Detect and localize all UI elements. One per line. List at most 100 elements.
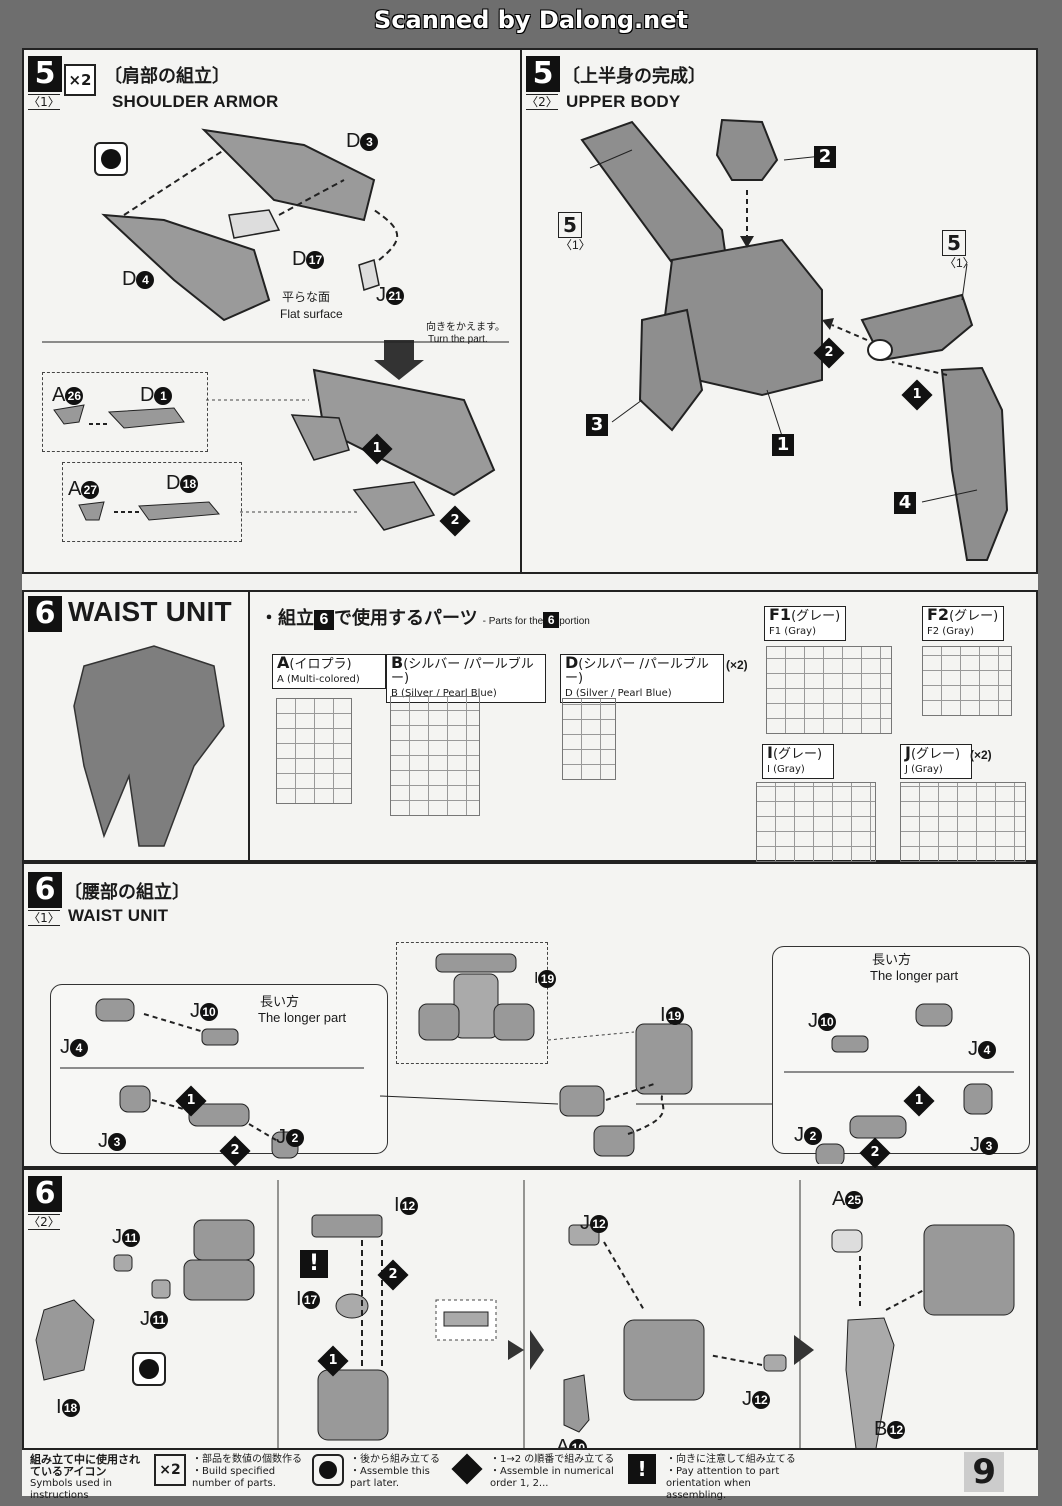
order-1-marker: 1: [901, 379, 933, 411]
step-number: 6: [28, 1176, 62, 1212]
order-2-marker: 2: [377, 1259, 409, 1291]
step-title-en: WAIST UNIT: [68, 906, 169, 925]
assemble-later-icon: [132, 1352, 166, 1386]
order-1-marker: 1: [317, 1345, 349, 1377]
legend-item-later: ・後から組み立てる ・Assemble this part later.: [312, 1454, 442, 1490]
part-tag-3: 3: [586, 414, 608, 436]
step-number: 6: [28, 872, 62, 908]
waist-assembly-illustration: [35, 1180, 1015, 1490]
order-2-marker: 2: [813, 337, 845, 369]
legend-item-multiply: ×2 ・部品を数値の個数作る ・Build specified number o…: [154, 1454, 304, 1490]
turn-part-en: Turn the part.: [428, 334, 488, 345]
step-5-1-panel: 5 〈1〉 ×2 〔肩部の組立〕 SHOULDER ARMOR: [22, 48, 522, 574]
step-number: 6: [28, 596, 62, 632]
step-5-2-panel: 5 〈2〉 〔上半身の完成〕 UPPER BODY 2 1 3 4: [520, 48, 1038, 574]
sub-assembly-a26-box: [42, 372, 208, 452]
flat-surface-en: Flat surface: [280, 307, 343, 321]
order-2-marker: 2: [439, 505, 471, 537]
scan-credit: Scanned by Dalong.net: [374, 6, 688, 34]
step-title-jp: 〔肩部の組立〕: [104, 66, 230, 87]
runner-j: [900, 782, 1026, 862]
runner-f1-label: F1(グレー)F1 (Gray): [764, 606, 846, 641]
step-sub: 〈1〉: [28, 910, 60, 926]
part-tag-2: 2: [814, 146, 836, 168]
order-diamond-icon: [451, 1453, 483, 1485]
runner-i-label: I(グレー)I (Gray): [762, 744, 834, 779]
ref-sub-right: 〈1〉: [944, 256, 975, 270]
legend-item-attention: ! ・向きに注意して組み立てる ・Pay attention to part o…: [628, 1454, 808, 1502]
detail-view-box: [396, 942, 548, 1064]
instruction-page: 5 〈1〉 ×2 〔肩部の組立〕 SHOULDER ARMOR: [22, 48, 1038, 1496]
order-2-left: 2: [219, 1135, 251, 1167]
runner-f2-label: F2(グレー)F2 (Gray): [922, 606, 1004, 641]
ref-step-5-1-left: 5: [558, 212, 582, 238]
part-tag-1: 1: [772, 434, 794, 456]
step-title-jp: 〔上半身の完成〕: [562, 66, 706, 87]
turn-part-jp: 向きをかえます。: [426, 322, 505, 333]
order-1-marker: 1: [361, 433, 393, 465]
runner-b-label: B(シルバー /パールブルー)B (Silver / Pearl Blue): [386, 654, 546, 703]
runner-a-label: A(イロプラ)A (Multi-colored): [272, 654, 386, 689]
runner-f1: [766, 646, 892, 734]
multiply-icon: ×2: [64, 64, 96, 96]
longer-part-en-left: The longer part: [258, 1010, 347, 1025]
runner-d: [562, 698, 616, 780]
multiply-icon: ×2: [154, 1454, 186, 1486]
step-number: 5: [526, 56, 560, 92]
runner-b: [390, 696, 480, 816]
step-6-1-panel: 6 〈1〉 〔腰部の組立〕 WAIST UNIT: [22, 862, 1038, 1169]
step-title-jp: 〔腰部の組立〕: [64, 882, 190, 903]
step-number: 5: [28, 56, 62, 92]
waist-unit-preview: [248, 592, 250, 864]
step-title-en: UPPER BODY: [566, 92, 681, 111]
order-1-right: 1: [903, 1085, 935, 1117]
longer-part-jp-right: 長い方: [872, 952, 912, 967]
sub-assembly-a27-box: [62, 462, 242, 542]
part-tag-4: 4: [894, 492, 916, 514]
step-title: WAIST UNIT: [68, 596, 232, 627]
attention-icon: !: [628, 1454, 656, 1484]
waist-unit-preview-illustration: [73, 645, 225, 847]
ref-step-5-1-right: 5: [942, 230, 966, 256]
step-6-2-panel: 6 〈2〉: [22, 1168, 1038, 1496]
icon-legend: 組み立て中に使用されているアイコン Symbols used in instru…: [22, 1448, 1038, 1501]
page-number: 9: [964, 1452, 1004, 1492]
step-sub: 〈1〉: [28, 94, 60, 110]
upper-body-illustration: [580, 118, 1009, 561]
runner-i: [756, 782, 876, 862]
flat-surface-jp: 平らな面: [282, 290, 331, 304]
step-title-en: SHOULDER ARMOR: [112, 92, 279, 111]
longer-part-en-right: The longer part: [870, 968, 959, 983]
ref-sub-left: 〈1〉: [560, 238, 591, 252]
runner-j-label: J(グレー)J (Gray): [900, 744, 972, 779]
order-1-left: 1: [175, 1085, 207, 1117]
legend-title: 組み立て中に使用されているアイコン Symbols used in instru…: [30, 1453, 140, 1502]
step-sub: 〈2〉: [526, 94, 558, 110]
